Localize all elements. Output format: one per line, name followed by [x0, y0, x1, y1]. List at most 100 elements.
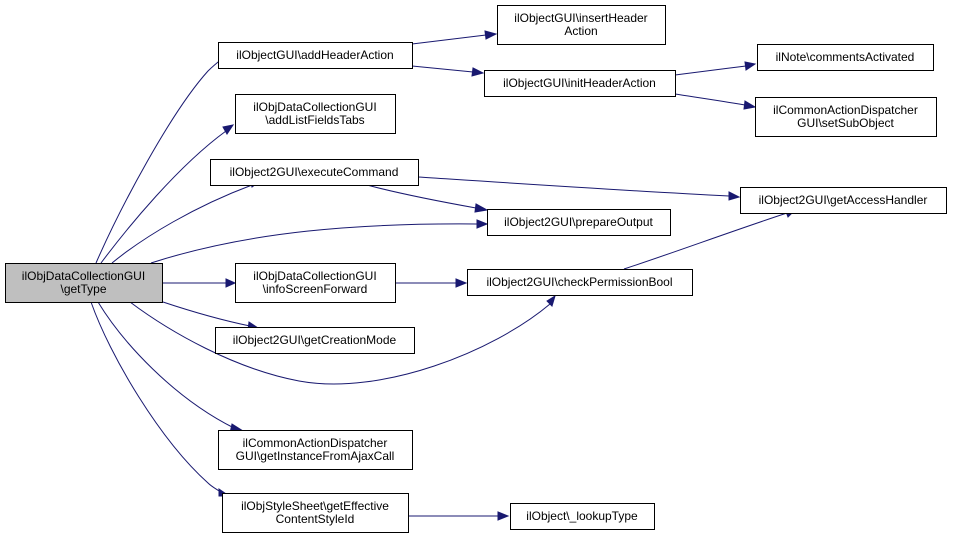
node-initHeaderAction[interactable]: ilObjectGUI\initHeaderAction: [484, 70, 676, 97]
edge-arrowhead: [546, 294, 556, 307]
node-label-line: ilObject2GUI\getAccessHandler: [759, 193, 928, 207]
node-box[interactable]: [222, 493, 409, 533]
edge-line: [95, 57, 224, 264]
node-label-line: ilObjectGUI\insertHeader: [514, 11, 647, 25]
node-box[interactable]: [487, 209, 671, 236]
edge-arrowhead: [497, 511, 510, 521]
edge-arrowhead: [225, 278, 237, 288]
edge-arrowhead: [744, 61, 757, 71]
edge-line: [623, 212, 788, 270]
edge-line: [100, 130, 227, 264]
node-label-line: GUI\getInstanceFromAjaxCall: [236, 449, 395, 463]
node-label-line: ilObject2GUI\executeCommand: [230, 165, 399, 179]
node-box[interactable]: [497, 5, 666, 45]
edge-root-to-getCreationMode: [162, 301, 260, 331]
node-box[interactable]: [5, 263, 163, 303]
node-box[interactable]: [218, 42, 413, 69]
node-box[interactable]: [235, 94, 396, 134]
node-addHeaderAction[interactable]: ilObjectGUI\addHeaderAction: [218, 42, 413, 69]
node-box[interactable]: [210, 159, 419, 186]
edge-line: [411, 65, 474, 73]
edge-addHeaderAction-to-insertHeaderAction: [411, 30, 498, 45]
edge-root-to-checkPermissionBool: [129, 294, 556, 385]
node-label-line: ilObjStyleSheet\getEffective: [241, 499, 389, 513]
edge-line: [129, 301, 551, 385]
edge-arrowhead: [476, 219, 489, 229]
edge-arrowhead: [455, 278, 468, 288]
edge-root-to-prepareOutput: [150, 219, 489, 264]
node-getAccessHandler[interactable]: ilObject2GUI\getAccessHandler: [740, 187, 947, 214]
node-label-line: ilObjectGUI\initHeaderAction: [503, 76, 656, 90]
edge-root-to-infoScreenForward: [162, 278, 237, 288]
edge-line: [150, 223, 478, 264]
edge-infoScreenForward-to-checkPermissionBool: [394, 278, 468, 288]
node-root[interactable]: ilObjDataCollectionGUI\getType: [5, 263, 163, 303]
edge-arrowhead: [474, 203, 489, 213]
edge-root-to-addListFieldsTabs: [100, 124, 235, 264]
edge-line: [90, 301, 223, 494]
edge-line: [674, 93, 746, 106]
edge-initHeaderAction-to-commentsActivated: [674, 61, 757, 76]
edge-root-to-getEffectiveContentStyleId: [90, 301, 231, 497]
node-label-line: ContentStyleId: [276, 512, 355, 526]
node-box[interactable]: [235, 263, 396, 303]
node-box[interactable]: [740, 187, 947, 214]
node-label-line: \addListFieldsTabs: [265, 113, 364, 127]
edge-line: [111, 184, 253, 264]
edge-root-to-addHeaderAction: [95, 49, 231, 264]
node-label-line: ilObject\_lookupType: [526, 509, 638, 523]
edge-line: [366, 184, 477, 209]
edge-arrowhead: [484, 30, 498, 40]
node-label-line: \infoScreenForward: [263, 282, 368, 296]
node-executeCommand[interactable]: ilObject2GUI\executeCommand: [210, 159, 419, 186]
edge-addHeaderAction-to-initHeaderAction: [411, 65, 485, 77]
node-label-line: ilObject2GUI\prepareOutput: [504, 215, 653, 229]
edge-line: [162, 301, 251, 327]
node-box[interactable]: [755, 97, 937, 137]
edge-arrowhead: [743, 100, 757, 110]
edge-getEffectiveContentStyleId-to-lookupType: [407, 511, 510, 521]
edge-line: [97, 301, 235, 429]
node-label-line: Action: [564, 24, 597, 38]
node-box[interactable]: [215, 327, 415, 354]
node-getCreationMode[interactable]: ilObject2GUI\getCreationMode: [215, 327, 415, 354]
node-box[interactable]: [510, 503, 655, 530]
node-label-line: ilObjDataCollectionGUI: [253, 269, 376, 283]
node-label-line: \getType: [60, 282, 106, 296]
node-label-line: ilObjDataCollectionGUI: [22, 269, 145, 283]
node-box[interactable]: [484, 70, 676, 97]
node-label-line: GUI\setSubObject: [797, 116, 894, 130]
node-label-line: ilObject2GUI\checkPermissionBool: [486, 275, 672, 289]
node-getEffectiveContentStyleId[interactable]: ilObjStyleSheet\getEffectiveContentStyle…: [222, 493, 409, 533]
edge-line: [674, 65, 747, 76]
edge-arrowhead: [471, 67, 485, 77]
node-lookupType[interactable]: ilObject\_lookupType: [510, 503, 655, 530]
node-checkPermissionBool[interactable]: ilObject2GUI\checkPermissionBool: [467, 269, 693, 296]
node-label-line: ilObjectGUI\addHeaderAction: [236, 48, 393, 62]
node-label-line: ilCommonActionDispatcher: [773, 103, 918, 117]
edge-line: [411, 34, 487, 45]
edge-arrowhead: [222, 124, 235, 135]
node-label-line: ilNote\commentsActivated: [776, 50, 915, 64]
node-commentsActivated[interactable]: ilNote\commentsActivated: [757, 44, 934, 71]
node-label-line: ilCommonActionDispatcher: [243, 436, 388, 450]
node-box[interactable]: [467, 269, 693, 296]
node-getInstanceFromAjaxCall[interactable]: ilCommonActionDispatcherGUI\getInstanceF…: [218, 430, 413, 470]
node-label-line: ilObject2GUI\getCreationMode: [233, 333, 397, 347]
node-box[interactable]: [757, 44, 934, 71]
node-label-line: ilObjDataCollectionGUI: [253, 100, 376, 114]
edge-root-to-getInstanceFromAjaxCall: [97, 301, 245, 434]
node-addListFieldsTabs[interactable]: ilObjDataCollectionGUI\addListFieldsTabs: [235, 94, 396, 134]
nodes: ilObjDataCollectionGUI\getTypeilObjectGU…: [5, 5, 947, 533]
node-prepareOutput[interactable]: ilObject2GUI\prepareOutput: [487, 209, 671, 236]
edge-executeCommand-to-prepareOutput: [366, 184, 489, 213]
edge-line: [417, 176, 730, 197]
edge-executeCommand-to-getAccessHandler: [417, 176, 741, 201]
node-box[interactable]: [218, 430, 413, 470]
node-infoScreenForward[interactable]: ilObjDataCollectionGUI\infoScreenForward: [235, 263, 396, 303]
edge-initHeaderAction-to-setSubObject: [674, 93, 757, 110]
edge-arrowhead: [728, 191, 741, 201]
